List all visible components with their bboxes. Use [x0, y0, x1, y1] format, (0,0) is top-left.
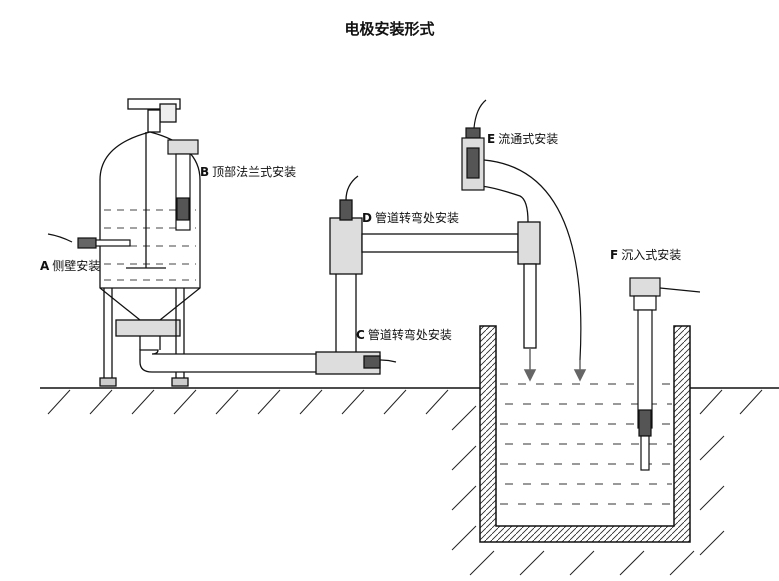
- label-e-key: E: [487, 132, 496, 146]
- label-c-key: C: [356, 328, 365, 342]
- flow-arrows: [523, 348, 587, 382]
- electrode-a: [47, 233, 131, 249]
- label-f-text: 沉入式安装: [621, 248, 682, 262]
- label-d-key: D: [362, 211, 372, 225]
- label-e-text: 流通式安装: [498, 132, 559, 146]
- piping: [139, 175, 541, 375]
- pit-tank: [451, 325, 725, 576]
- label-b-text: 顶部法兰式安装: [212, 165, 297, 179]
- label-a-text: 侧壁安装: [52, 259, 101, 273]
- electrode-b: [167, 139, 199, 231]
- label-a-key: A: [40, 259, 50, 273]
- electrode-f: [629, 277, 701, 471]
- label-d-text: 管道转弯处安装: [374, 211, 459, 225]
- ground: [40, 387, 779, 415]
- vessel: [99, 98, 201, 387]
- label-c-text: 管道转弯处安装: [367, 328, 452, 342]
- label-b-key: B: [200, 165, 210, 179]
- electrode-e: [461, 99, 582, 361]
- label-f-key: F: [610, 248, 619, 262]
- page-title: 电极安装形式: [344, 20, 435, 38]
